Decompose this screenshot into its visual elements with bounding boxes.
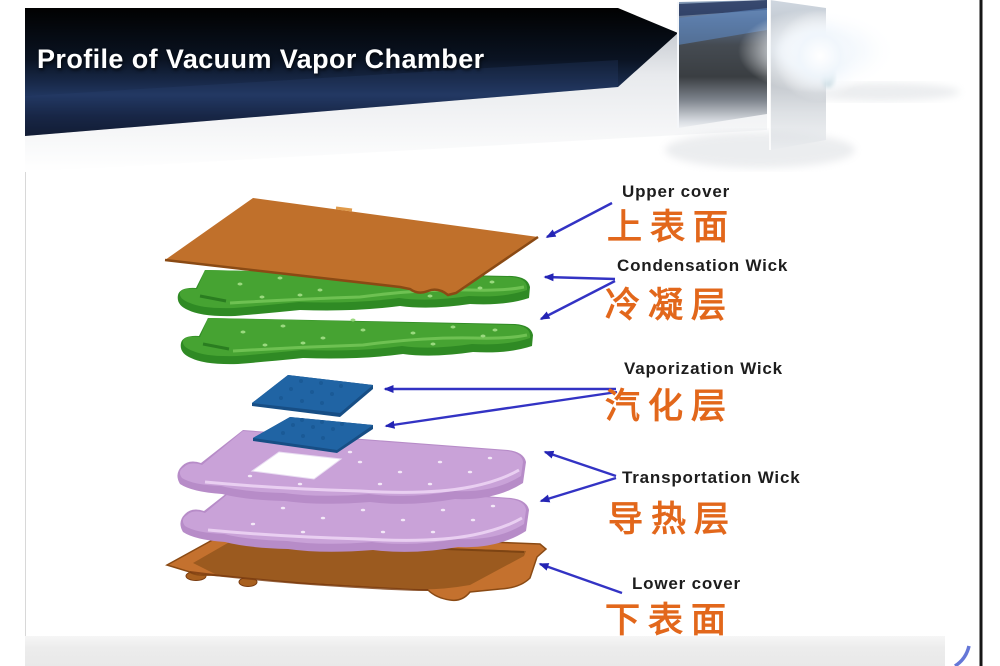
label-condensation-wick-en: Condensation Wick: [617, 256, 789, 275]
arrow-condensation-wick-upper: [543, 273, 616, 282]
label-transportation-wick-zh: 导热层: [608, 500, 738, 540]
arrow-condensation-wick-lower: [539, 279, 616, 321]
vaporization-wick-plate-lower: [253, 417, 373, 453]
upper-cover-plate: [164, 198, 539, 297]
arrow-transportation-wick-lower: [539, 476, 617, 503]
label-vaporization-wick-zh: 汽化层: [605, 387, 735, 427]
diagram-floor-band: [25, 636, 945, 666]
callout-arrows: [383, 201, 623, 595]
label-upper-cover-en: Upper cover: [622, 182, 731, 201]
arrow-vaporization-wick-lower: [384, 390, 618, 429]
label-lower-cover-en: Lower cover: [632, 574, 741, 593]
slide-title: Profile of Vacuum Vapor Chamber: [37, 44, 485, 74]
header-floor: [25, 33, 767, 172]
header-perspective-panels: [665, 0, 960, 168]
arrow-lower-cover: [538, 562, 623, 595]
arrow-upper-cover: [545, 201, 613, 239]
transportation-wick-hole: [250, 451, 343, 480]
label-transportation-wick-en: Transportation Wick: [622, 468, 801, 487]
lower-cover-plate: [165, 531, 548, 602]
arrow-transportation-wick-upper: [543, 450, 617, 478]
condensation-wick-plate-lower: [179, 316, 535, 366]
label-condensation-wick-zh: 冷凝层: [605, 286, 735, 326]
header-banner-sheen: [25, 60, 618, 136]
label-lower-cover-zh: 下表面: [605, 601, 735, 641]
header-banner: [25, 8, 678, 136]
label-vaporization-wick-en: Vaporization Wick: [624, 359, 783, 378]
corner-swoosh: [954, 645, 971, 666]
vaporization-wick-plate-upper: [252, 375, 373, 417]
label-upper-cover-zh: 上表面: [607, 208, 737, 248]
